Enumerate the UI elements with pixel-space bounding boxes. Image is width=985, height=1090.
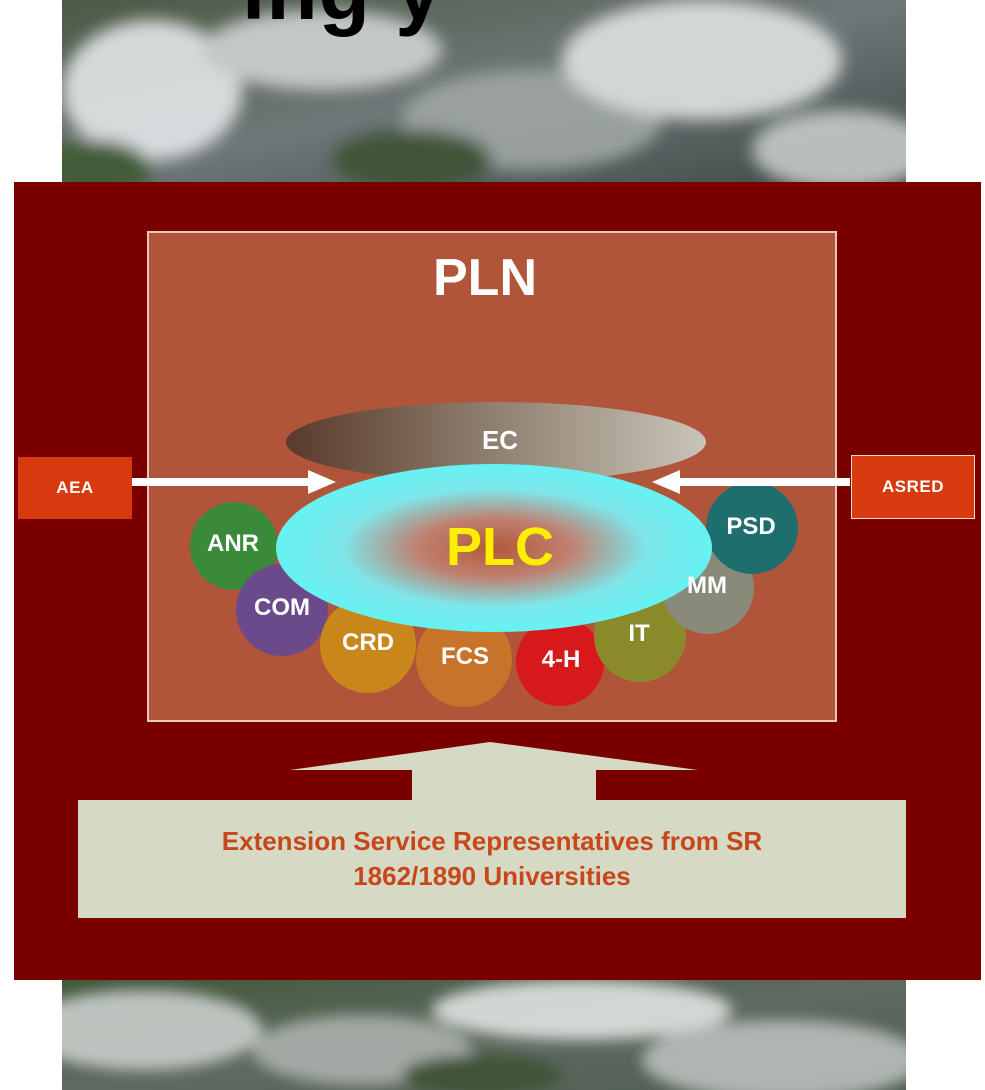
bottom-box-line2: 1862/1890 Universities <box>353 861 631 891</box>
slide-heading: ing y <box>242 0 882 39</box>
up-arrow-shape <box>290 742 698 800</box>
circle-psd <box>706 482 798 574</box>
satellite-image-top: ing y <box>62 0 906 182</box>
circle-fcs <box>416 611 512 707</box>
label-psd: PSD <box>726 513 776 540</box>
satellite-clouds-bottom <box>62 980 906 1090</box>
asred-box: ASRED <box>851 455 975 519</box>
label-fcs: FCS <box>441 643 489 670</box>
circle-anr <box>190 502 278 590</box>
plc-oval <box>276 464 712 632</box>
ec-label: EC <box>481 425 519 455</box>
label-anr: ANR <box>207 530 259 557</box>
circle-4h <box>516 618 604 706</box>
satellite-image-bottom <box>62 980 906 1090</box>
bottom-box-line1: Extension Service Representatives from S… <box>221 825 763 856</box>
label-crd: CRD <box>342 629 394 656</box>
aea-box: AEA <box>18 457 132 519</box>
extension-representatives-box: Extension Service Representatives from S… <box>78 800 906 918</box>
arrow-aea-to-plc <box>132 470 336 494</box>
pln-title: PLN <box>433 249 537 307</box>
ec-oval <box>286 402 706 482</box>
arrow-asred-to-plc <box>652 470 850 494</box>
label-mm: MM <box>687 572 727 599</box>
satellite-clouds-top <box>62 0 906 182</box>
label-it: IT <box>628 620 650 647</box>
label-4h: 4-H <box>541 646 581 673</box>
label-com: COM <box>254 594 310 621</box>
plc-label: PLC <box>446 517 554 577</box>
